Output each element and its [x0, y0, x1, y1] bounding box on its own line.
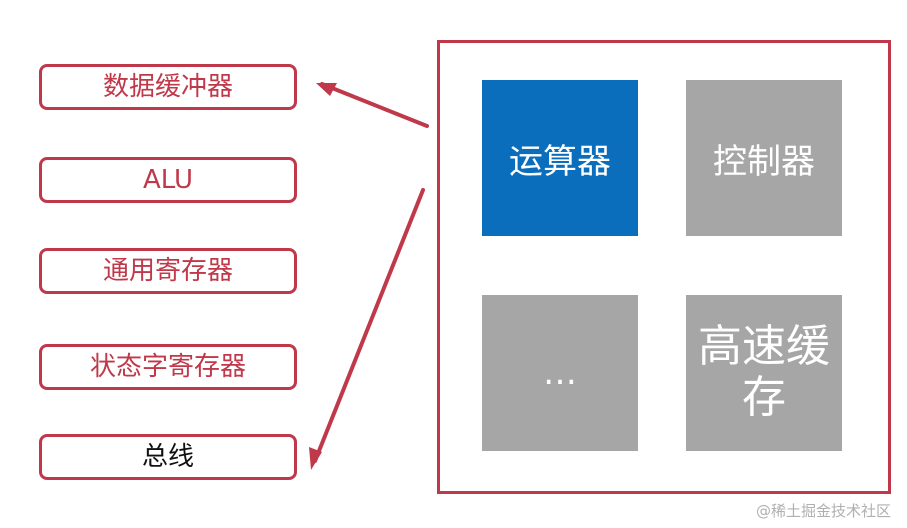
tile-label: 运算器 — [509, 141, 611, 182]
left-item-label: 通用寄存器 — [102, 256, 233, 286]
tile-label: … — [543, 353, 577, 393]
left-item-label: 状态字寄存器 — [89, 352, 246, 382]
arrow-to-bus — [313, 188, 425, 463]
tile-controller: 控制器 — [686, 80, 842, 236]
tile-ellipsis: … — [482, 295, 638, 451]
left-item-label: 总线 — [141, 442, 194, 472]
left-item-general-registers: 通用寄存器 — [39, 248, 297, 294]
arrowhead-icon — [316, 83, 337, 96]
watermark: @稀土掘金技术社区 — [755, 502, 891, 520]
left-item-label: ALU — [142, 165, 193, 195]
tile-cache: 高速缓存 — [686, 295, 842, 451]
tile-label: 高速缓存 — [698, 321, 830, 423]
arrowhead-icon — [309, 447, 322, 470]
left-item-data-buffer: 数据缓冲器 — [39, 64, 297, 110]
tile-label: 控制器 — [713, 141, 815, 182]
left-item-bus: 总线 — [39, 434, 297, 480]
left-item-alu: ALU — [39, 157, 297, 203]
left-item-status-register: 状态字寄存器 — [39, 344, 297, 390]
arrow-to-data-buffer — [320, 82, 429, 128]
tile-alu: 运算器 — [482, 80, 638, 236]
left-item-label: 数据缓冲器 — [102, 72, 233, 102]
